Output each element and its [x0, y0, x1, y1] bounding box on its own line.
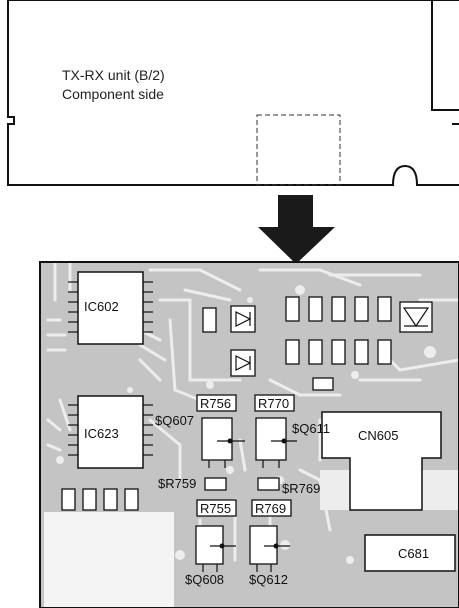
board-subtitle: Component side: [62, 86, 164, 102]
r759-part: [204, 477, 227, 491]
r756-label: R756: [200, 396, 231, 411]
board-outline: [7, 0, 459, 186]
c681-capacitor: C681: [364, 534, 456, 572]
ic623-chip: IC623: [68, 395, 153, 469]
q611-transistor: [255, 417, 297, 468]
r769-box-label: R769: [255, 501, 286, 516]
q608-label: $Q608: [185, 572, 224, 587]
board-title: TX-RX unit (B/2): [62, 67, 165, 83]
r756-box: R756: [196, 394, 237, 412]
q612-label: $Q612: [249, 572, 288, 587]
cn605-label: CN605: [358, 428, 398, 443]
resistor-array-upper: [285, 296, 392, 391]
r770-box: R770: [254, 394, 295, 412]
ic602-chip: IC602: [68, 271, 153, 345]
r769-label: $R769: [282, 481, 320, 496]
q612-transistor: [249, 525, 290, 572]
q607-transistor: [201, 417, 245, 468]
cn605-connector: CN605: [321, 411, 442, 511]
ic602-label: IC602: [84, 299, 119, 314]
q608-transistor: [195, 525, 236, 572]
q611-label: $Q611: [292, 421, 330, 436]
resistor-group-bottom-left: [61, 488, 139, 511]
ic623-label: IC623: [84, 426, 119, 441]
down-arrow-icon: [258, 195, 335, 264]
r769-box: R769: [251, 499, 292, 517]
r759-label: $R759: [158, 476, 196, 491]
r755-box: R755: [196, 499, 237, 517]
r770-label: R770: [258, 396, 289, 411]
c681-label: C681: [398, 546, 429, 561]
detail-region-marker: [256, 114, 341, 186]
r769-part: [257, 477, 280, 491]
r755-label: R755: [200, 501, 231, 516]
q607-label: $Q607: [155, 413, 194, 428]
resistor-part: [202, 307, 217, 333]
